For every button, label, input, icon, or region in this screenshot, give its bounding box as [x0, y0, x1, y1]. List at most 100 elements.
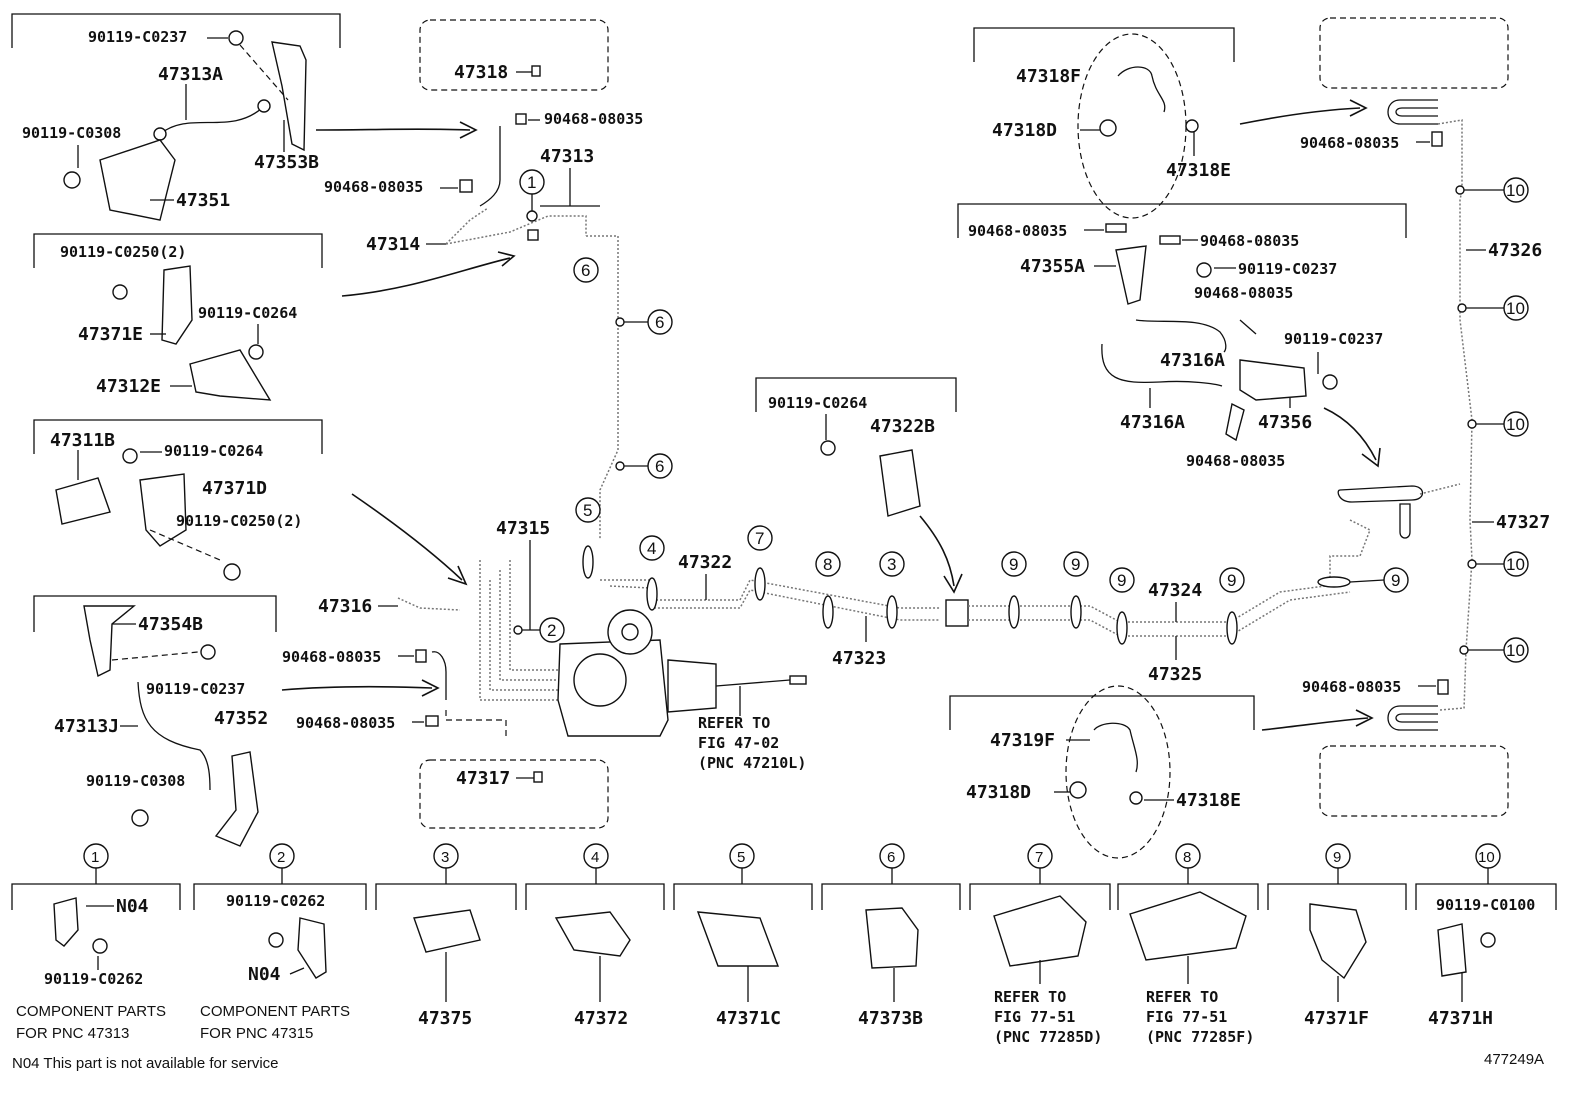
- label-clip-r2: 90468-08035: [1200, 232, 1299, 250]
- label-hose-316a-1: 47316A: [1160, 350, 1225, 371]
- bracket-icon: [1239, 359, 1307, 401]
- bolt-icon: [92, 938, 108, 954]
- label-i1-bracket: 47353B: [254, 152, 319, 173]
- label-i2-bolt2: 90119-C0264: [198, 304, 297, 322]
- label-clamp-322b: 47322B: [870, 416, 935, 437]
- footnote: N04 This part is not available for servi…: [12, 1055, 279, 1072]
- legend-num-1: 1: [91, 849, 99, 866]
- callout-6c: 6: [655, 457, 664, 476]
- bracket-icon: [83, 605, 136, 678]
- legend-cell-7: 7 REFER TO FIG 77-51 (PNC 77285D): [969, 843, 1111, 1046]
- label-clip-r4: 90468-08035: [1186, 452, 1285, 470]
- label-tube-315: 47315: [496, 518, 550, 539]
- valve-icon: [189, 349, 272, 401]
- bracket-icon: [1115, 245, 1147, 305]
- label-hose-d2: 47318D: [966, 782, 1031, 803]
- label-i1-bolt: 90119-C0237: [88, 28, 187, 46]
- label-clip-e2: 47318E: [1176, 790, 1241, 811]
- diagram-id: 477249A: [1484, 1051, 1544, 1068]
- legend-7-refer-2: FIG 77-51: [994, 1008, 1075, 1026]
- label-clip-r3: 90468-08035: [1194, 284, 1293, 302]
- label-bolt-r1: 90119-C0237: [1238, 260, 1337, 278]
- label-i2-valve: 47312E: [96, 376, 161, 397]
- callout-5: 5: [583, 501, 592, 520]
- label-hose-316a-2: 47316A: [1120, 412, 1185, 433]
- bolt-icon: [112, 284, 128, 300]
- callout-10c: 10: [1506, 415, 1525, 434]
- bolt-icon: [820, 440, 836, 456]
- legend-cell-10: 10 90119-C0100 47371H: [1415, 843, 1557, 1029]
- label-i2-bracket: 47371E: [78, 324, 143, 345]
- legend-7-refer-1: REFER TO: [994, 988, 1066, 1006]
- legend-part-10: 47371H: [1428, 1008, 1493, 1029]
- label-clip-a: 90468-08035: [544, 110, 643, 128]
- label-tube-317: 47317: [456, 768, 510, 789]
- label-tube-316: 47316: [318, 596, 372, 617]
- legend-cell-2: 2 90119-C0262 N04 COMPONENT PARTS FOR PN…: [193, 843, 367, 1042]
- legend-part-4: 47372: [574, 1008, 628, 1029]
- callout-6a: 6: [581, 261, 590, 280]
- bolt-icon: [200, 644, 216, 660]
- label-clip-r1: 90468-08035: [968, 222, 1067, 240]
- callout-9e: 9: [1391, 571, 1400, 590]
- label-i4-bracket2: 47352: [214, 708, 268, 729]
- legend-part-5: 47371C: [716, 1008, 781, 1029]
- legend-1-note-2: FOR PNC 47313: [16, 1025, 129, 1042]
- center-assembly: 47318 90468-08035 90468-08035 47313 4731…: [282, 19, 1351, 829]
- legend-2-note-1: COMPONENT PARTS: [200, 1003, 350, 1020]
- clip-icon: [993, 895, 1087, 967]
- legend-1-sub-n04: N04: [116, 896, 149, 917]
- valve-icon: [55, 477, 111, 525]
- bolt-icon: [228, 30, 244, 46]
- label-clip-top: 90468-08035: [1300, 134, 1399, 152]
- clamp-icon: [413, 909, 481, 953]
- label-hose-d: 47318D: [992, 120, 1057, 141]
- bolt-icon: [1480, 932, 1496, 948]
- legend-cell-9: 9 47371F: [1267, 843, 1407, 1029]
- legend-num-5: 5: [737, 849, 745, 866]
- callout-10e: 10: [1506, 641, 1525, 660]
- legend-2-sub-n04: N04: [248, 964, 281, 985]
- bracket-icon: [53, 897, 79, 947]
- legend-cell-5: 5 47371C: [673, 843, 813, 1029]
- label-i1-base: 47351: [176, 190, 230, 211]
- label-tube-326: 47326: [1488, 240, 1542, 261]
- callout-9c: 9: [1117, 571, 1126, 590]
- bracket-icon: [297, 917, 327, 979]
- bolt-icon: [122, 448, 138, 464]
- legend-2-note-2: FOR PNC 47315: [200, 1025, 313, 1042]
- label-i4-bracket: 47354B: [138, 614, 203, 635]
- bracket-base-icon: [99, 139, 176, 221]
- legend-10-sub-bolt: 90119-C0100: [1436, 896, 1535, 914]
- clip-icon: [1129, 891, 1247, 961]
- bolt-icon: [63, 171, 81, 189]
- callout-10d: 10: [1506, 555, 1525, 574]
- label-i3-valve: 47311B: [50, 430, 115, 451]
- label-i3-bolt2: 90119-C0250(2): [176, 512, 302, 530]
- label-clip-c: 90468-08035: [282, 648, 381, 666]
- legend-cell-3: 3 47375: [375, 843, 517, 1029]
- label-tube-main: 47313: [540, 146, 594, 167]
- callout-9d: 9: [1227, 571, 1236, 590]
- label-clamp-bolt: 90119-C0264: [768, 394, 867, 412]
- legend-1-note-1: COMPONENT PARTS: [16, 1003, 166, 1020]
- legend-num-8: 8: [1183, 849, 1191, 866]
- clamp-icon: [696, 911, 780, 967]
- label-tube-327: 47327: [1496, 512, 1550, 533]
- label-refer-3: (PNC 47210L): [698, 754, 806, 772]
- legend-num-2: 2: [277, 849, 285, 866]
- label-i1-bolt2: 90119-C0308: [22, 124, 121, 142]
- label-bolt-r2: 90119-C0237: [1284, 330, 1383, 348]
- legend-num-9: 9: [1333, 849, 1341, 866]
- bolt-icon: [1196, 262, 1212, 278]
- callout-2: 2: [547, 621, 556, 640]
- label-clip-e: 47318E: [1166, 160, 1231, 181]
- label-i2-bolt: 90119-C0250(2): [60, 243, 186, 261]
- label-hose-f: 47318F: [1016, 66, 1081, 87]
- callout-3: 3: [887, 555, 896, 574]
- callout-7: 7: [755, 529, 764, 548]
- bolt-icon: [268, 932, 284, 948]
- inset-2: 90119-C0250(2) 90119-C0264 47371E 47312E: [33, 233, 323, 401]
- bolt-icon: [1322, 374, 1338, 390]
